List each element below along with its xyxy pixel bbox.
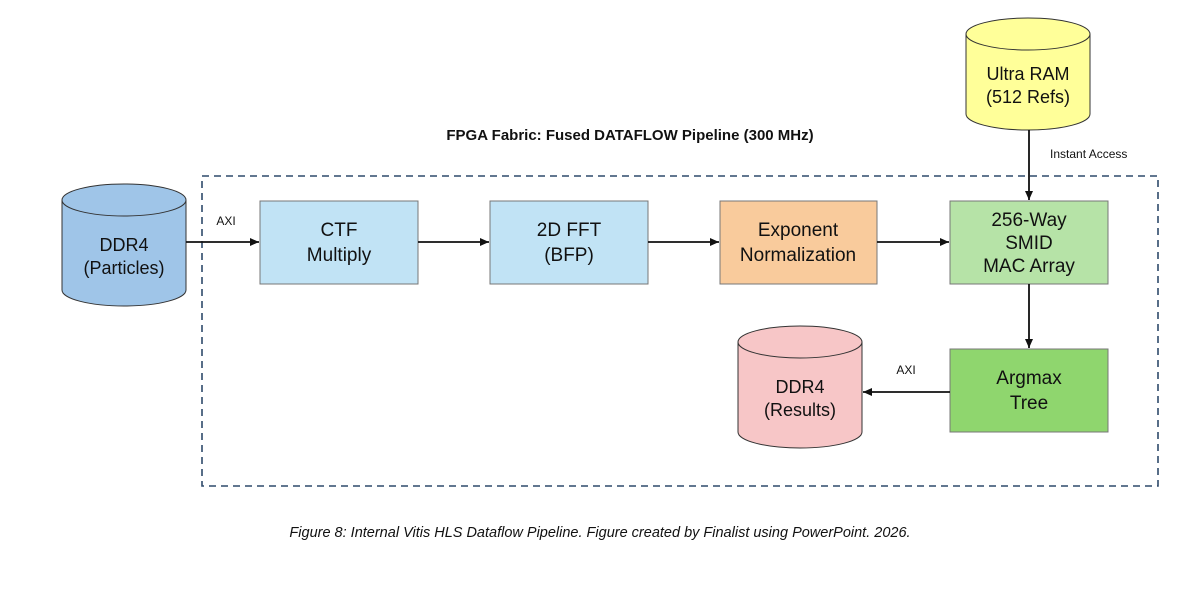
ctf-multiply-box xyxy=(259,200,419,285)
ddr4-particles-label-1: DDR4 xyxy=(99,235,148,255)
mac-array-box xyxy=(949,200,1109,285)
ultra-ram-cylinder: Ultra RAM (512 Refs) xyxy=(965,17,1091,131)
axi-in-label: AXI xyxy=(216,214,235,228)
exponent-normalization-label-2: Normalization xyxy=(740,245,856,266)
ctf-multiply-label-2: Multiply xyxy=(307,245,372,266)
ddr4-results-body xyxy=(737,342,863,449)
ultra-ram-top xyxy=(965,17,1091,51)
ddr4-results-label-1: DDR4 xyxy=(775,377,824,397)
fft-2d-label-2: (BFP) xyxy=(544,245,594,266)
ultra-ram-label-1: Ultra RAM xyxy=(986,64,1069,84)
ddr4-particles-top xyxy=(61,183,187,217)
exponent-normalization-block: Exponent Normalization xyxy=(719,200,878,285)
argmax-tree-box xyxy=(949,348,1109,433)
ddr4-results-cylinder: DDR4 (Results) xyxy=(737,325,863,449)
fpga-fabric-title: FPGA Fabric: Fused DATAFLOW Pipeline (30… xyxy=(446,127,813,144)
ultra-ram-label-2: (512 Refs) xyxy=(986,87,1070,107)
mac-array-label-1: 256-Way xyxy=(991,210,1067,231)
fft-2d-label-1: 2D FFT xyxy=(537,220,602,241)
ctf-multiply-label-1: CTF xyxy=(321,220,358,241)
exponent-normalization-box xyxy=(719,200,878,285)
mac-array-label-2: SMID xyxy=(1005,233,1053,254)
ddr4-results-label-2: (Results) xyxy=(764,400,836,420)
instant-access-label: Instant Access xyxy=(1050,147,1127,161)
axi-out-label: AXI xyxy=(896,363,915,377)
ddr4-particles-cylinder: DDR4 (Particles) xyxy=(61,183,187,307)
fpga-fabric-boundary xyxy=(201,175,1159,487)
ctf-multiply-block: CTF Multiply xyxy=(259,200,419,285)
fft-2d-block: 2D FFT (BFP) xyxy=(489,200,649,285)
fft-2d-box xyxy=(489,200,649,285)
argmax-tree-label-1: Argmax xyxy=(996,368,1062,389)
mac-array-label-3: MAC Array xyxy=(983,256,1075,277)
figure-caption: Figure 8: Internal Vitis HLS Dataflow Pi… xyxy=(289,525,911,541)
ddr4-particles-label-2: (Particles) xyxy=(83,258,164,278)
ddr4-results-top xyxy=(737,325,863,359)
argmax-tree-label-2: Tree xyxy=(1010,393,1048,414)
argmax-tree-block: Argmax Tree xyxy=(949,348,1109,433)
ddr4-particles-body xyxy=(61,200,187,307)
exponent-normalization-label-1: Exponent xyxy=(758,220,839,241)
mac-array-block: 256-Way SMID MAC Array xyxy=(949,200,1109,285)
ultra-ram-body xyxy=(965,34,1091,131)
